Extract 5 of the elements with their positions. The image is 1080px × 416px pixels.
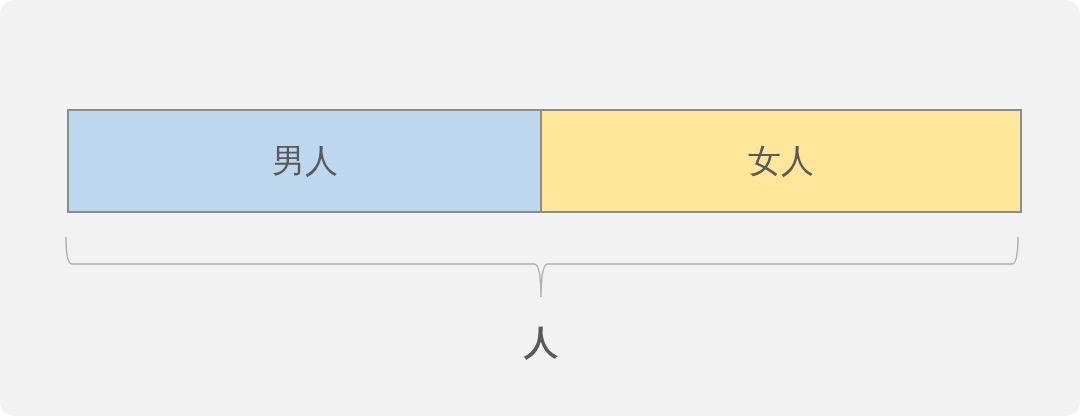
brace-label: 人 — [524, 322, 558, 363]
bar-segment — [67, 109, 542, 213]
bar-segment — [540, 109, 1022, 213]
segment-label: 女人 — [748, 141, 814, 181]
segment-label: 男人 — [271, 141, 338, 181]
